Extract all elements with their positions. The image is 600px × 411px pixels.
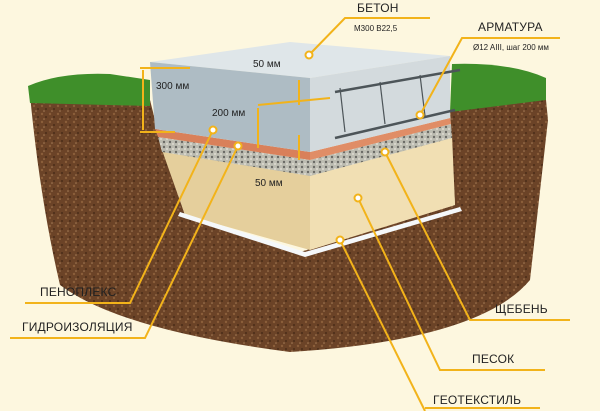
- leader-lines: [10, 17, 570, 411]
- penoplex-layer-front: [155, 129, 310, 160]
- dim-top-cover: 50 мм: [253, 59, 281, 70]
- concrete-top: [150, 42, 450, 78]
- label-waterproofing: ГИДРОИЗОЛЯЦИЯ: [22, 320, 133, 334]
- leader-markers: [208, 50, 425, 245]
- geotextile-layer: [178, 207, 462, 257]
- label-geotextile: ГЕОТЕКСТИЛЬ: [433, 393, 522, 407]
- dimension-lines: [140, 67, 331, 160]
- dim-rebar-spacing: 200 мм: [212, 108, 246, 119]
- grass-left: [28, 73, 150, 106]
- label-rebar: АРМАТУРА: [478, 20, 543, 34]
- dim-bottom-cover: 50 мм: [255, 178, 283, 189]
- grass-right: [450, 63, 546, 112]
- label-concrete-grade: М300 В22,5: [354, 24, 398, 33]
- concrete-front: [150, 62, 310, 152]
- label-concrete: БЕТОН: [357, 1, 399, 15]
- sand-layer-front: [162, 150, 310, 250]
- rebar: [334, 68, 461, 140]
- dim-slab-thickness: 300 мм: [156, 81, 190, 92]
- label-rebar-spec: Ø12 AIII, шаг 200 мм: [473, 43, 549, 52]
- penoplex-layer-side: [310, 118, 451, 160]
- soil: [30, 90, 548, 352]
- label-sand: ПЕСОК: [472, 352, 515, 366]
- label-penoplex: ПЕНОПЛЕКС: [40, 285, 117, 299]
- label-gravel: ЩЕБЕНЬ: [495, 302, 548, 316]
